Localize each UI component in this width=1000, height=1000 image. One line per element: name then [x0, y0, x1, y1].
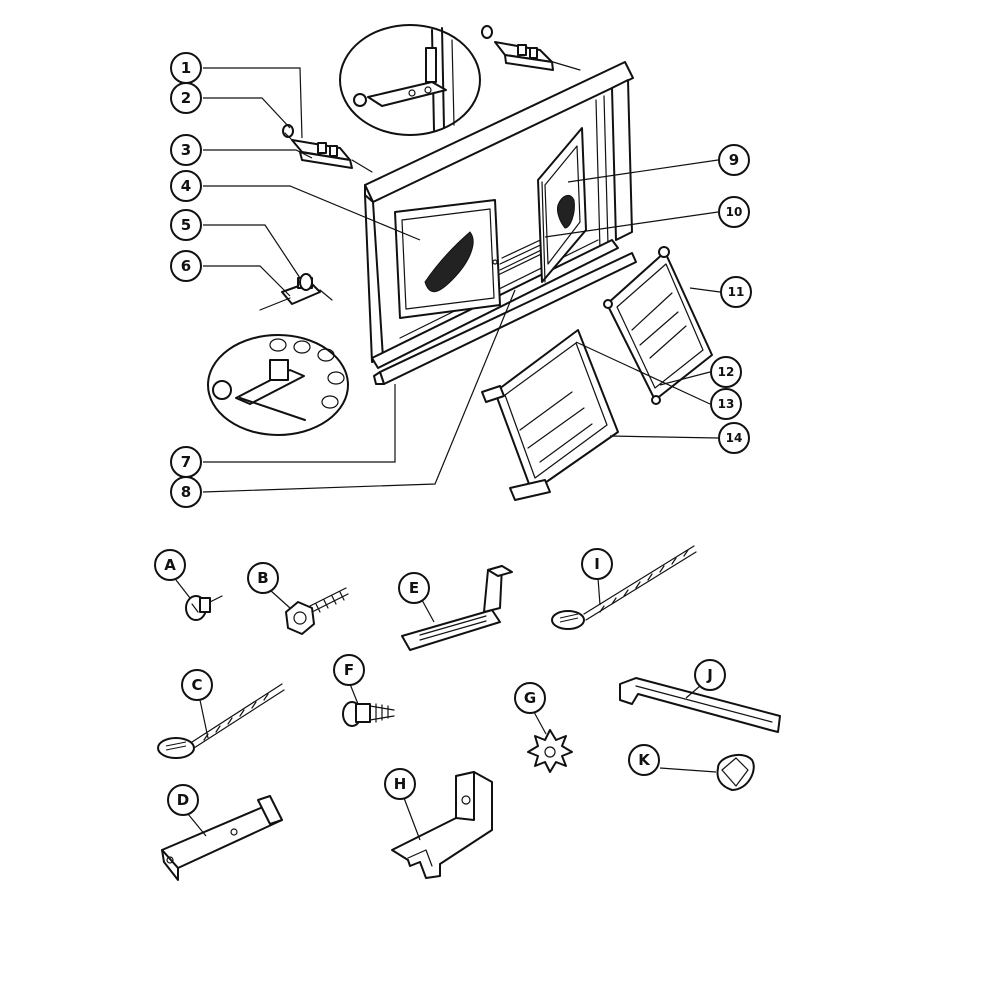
callout-h-label: H [394, 775, 407, 793]
callout-8-label: 8 [181, 483, 191, 501]
callout-c-label: C [191, 676, 202, 694]
callout-1-label: 1 [181, 59, 191, 77]
callout-i: I [581, 548, 613, 580]
callout-j-label: J [706, 666, 713, 684]
callout-5: 5 [170, 209, 202, 241]
callout-a-label: A [164, 556, 176, 574]
callout-d: D [167, 784, 199, 816]
callout-a: A [154, 549, 186, 581]
callout-6: 6 [170, 250, 202, 282]
leader-lines [175, 67, 721, 841]
sill-strip [373, 252, 637, 385]
part-g-star-washer [527, 729, 573, 773]
part-k-clip [716, 753, 755, 791]
left-door-panel [394, 199, 501, 319]
callout-4-label: 4 [181, 177, 191, 195]
part-a-screw [185, 595, 223, 621]
callout-11-label: 11 [728, 285, 745, 299]
callout-11: 11 [720, 276, 752, 308]
callout-4: 4 [170, 170, 202, 202]
part-c-long-screw [157, 683, 285, 759]
top-right-bracket [481, 25, 581, 71]
callout-b: B [247, 562, 279, 594]
callout-14-label: 14 [726, 431, 743, 445]
callout-13: 13 [710, 388, 742, 420]
callout-14: 14 [718, 422, 750, 454]
part-d-bracket [161, 795, 283, 881]
part-f-screw [342, 701, 395, 727]
callout-h: H [384, 768, 416, 800]
callout-e: E [398, 572, 430, 604]
callout-9-label: 9 [729, 151, 739, 169]
callout-12: 12 [710, 356, 742, 388]
right-door-panel [537, 127, 587, 283]
callout-k-label: K [638, 751, 651, 769]
callout-3: 3 [170, 134, 202, 166]
part-j-bar [619, 677, 781, 733]
callout-i-label: I [594, 555, 600, 573]
callout-10-label: 10 [726, 205, 743, 219]
callout-8: 8 [170, 476, 202, 508]
screen-panel-left [481, 329, 619, 501]
callout-e-label: E [409, 579, 419, 597]
callout-7-label: 7 [181, 453, 191, 471]
callout-d-label: D [177, 791, 189, 809]
callout-j: J [694, 659, 726, 691]
part-h-bracket [391, 771, 493, 879]
callout-9: 9 [718, 144, 750, 176]
screen-panel-right [603, 246, 713, 405]
top-bracket-assembly [282, 124, 373, 173]
callout-6-label: 6 [181, 257, 191, 275]
callout-10: 10 [718, 196, 750, 228]
callout-g: G [514, 682, 546, 714]
part-b-hex-bolt [285, 587, 349, 635]
callout-1: 1 [170, 52, 202, 84]
callout-c: C [181, 669, 213, 701]
detail-circle-top [339, 24, 481, 136]
latch-assembly [259, 273, 333, 311]
callout-13-label: 13 [718, 397, 735, 411]
callout-f: F [333, 654, 365, 686]
part-i-long-screw [551, 545, 697, 630]
callout-12-label: 12 [718, 365, 735, 379]
callout-f-label: F [344, 661, 354, 679]
callout-3-label: 3 [181, 141, 191, 159]
callout-7: 7 [170, 446, 202, 478]
callout-5-label: 5 [181, 216, 191, 234]
callout-2-label: 2 [181, 89, 191, 107]
callout-2: 2 [170, 82, 202, 114]
part-e-slotted-bracket [401, 565, 513, 651]
detail-circle-bottom [207, 334, 349, 436]
callout-k: K [628, 744, 660, 776]
callout-g-label: G [524, 689, 536, 707]
callout-b-label: B [257, 569, 268, 587]
